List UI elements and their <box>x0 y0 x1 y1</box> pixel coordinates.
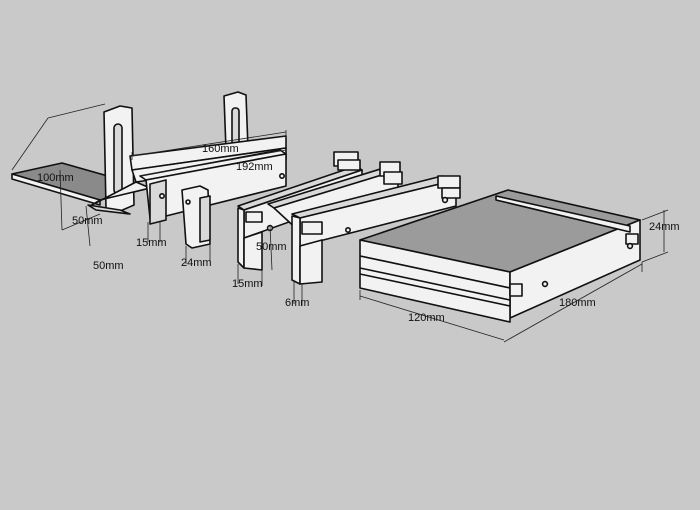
front-rail[interactable] <box>291 175 461 285</box>
vertical-brace[interactable] <box>181 185 211 249</box>
dimension-lines <box>11 103 669 343</box>
dim-brace-height: 50mm <box>256 241 287 253</box>
dim-thickness-a: 15mm <box>136 237 167 249</box>
dim-thickness-b: 24mm <box>181 257 212 269</box>
dim-slot-depth: 6mm <box>285 297 309 309</box>
dim-left-height-a: 50mm <box>72 215 103 227</box>
dim-plate-thickness: 24mm <box>649 221 680 233</box>
dim-plate-width: 120mm <box>408 312 445 324</box>
dim-back-width: 160mm <box>202 143 239 155</box>
dimension-labels: 100mm 50mm 50mm 160mm 192mm 15mm 24mm 50… <box>37 143 680 324</box>
dim-plate-length: 180mm <box>559 297 596 309</box>
dim-left-height-b: 50mm <box>93 260 124 272</box>
dim-base-depth: 100mm <box>37 172 74 184</box>
slotted-plate[interactable] <box>359 189 641 323</box>
dim-rail-length: 192mm <box>236 161 273 173</box>
dim-thickness-c: 15mm <box>232 278 263 290</box>
side-rail[interactable] <box>139 149 287 225</box>
